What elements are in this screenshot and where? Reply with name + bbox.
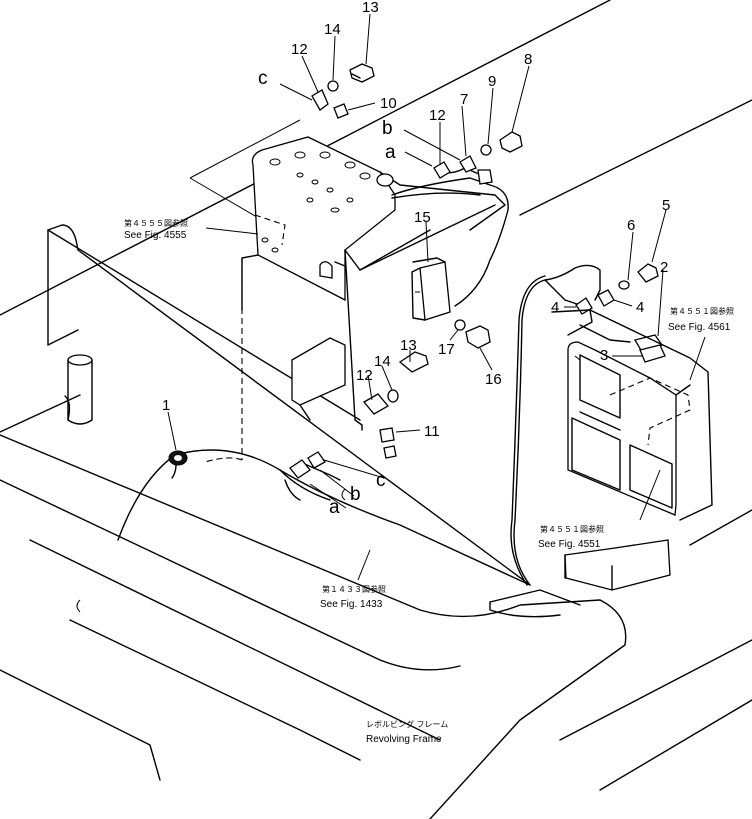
- letter-a-low: a: [329, 497, 340, 518]
- panel-holes: [261, 151, 371, 253]
- part-15-relay: [411, 257, 451, 321]
- ref-4555-en: See Fig. 4555: [124, 230, 187, 241]
- callout-12-low: 12: [356, 367, 373, 384]
- ref-4551-en: See Fig. 4551: [538, 539, 601, 550]
- callout-17: 17: [438, 341, 455, 358]
- letter-b-low: b: [350, 484, 361, 505]
- controller-bracket: [189, 119, 506, 463]
- letter-c-top: c: [258, 68, 268, 89]
- callout-5: 5: [662, 197, 670, 214]
- callout-12-top: 12: [291, 41, 308, 58]
- letter-c-low: c: [376, 470, 386, 491]
- revolving-frame-label-jp: レボルビング フレーム: [366, 719, 448, 729]
- ref-4561-en: See Fig. 4561: [668, 322, 731, 333]
- letter-a-top: a: [385, 142, 396, 163]
- ref-1433-en: See Fig. 1433: [320, 599, 383, 610]
- right-controller-panel: [551, 309, 713, 591]
- callout-1: 1: [162, 397, 170, 414]
- hardware-parts: [311, 63, 666, 459]
- callout-9: 9: [488, 73, 496, 90]
- callout-11: 11: [424, 423, 440, 440]
- callout-16: 16: [485, 371, 502, 388]
- callout-14-top: 14: [324, 21, 341, 38]
- bolt-13-top: [349, 63, 375, 83]
- leader-lines: [167, 13, 706, 581]
- wire-harness: [117, 167, 631, 586]
- callout-4-left: 4: [551, 299, 559, 316]
- ref-4551-jp: 第４５５１図参照: [540, 524, 604, 534]
- callout-4-right: 4: [636, 299, 644, 316]
- callout-numbers: 1 2 3 4 4 5 6 7 8 9 10 11 12 12 12 13 13…: [162, 0, 670, 440]
- callout-6: 6: [627, 217, 635, 234]
- ref-4561-jp: 第４５５１図参照: [670, 306, 734, 316]
- callout-14-low: 14: [374, 353, 391, 370]
- figure-references: 第４５５５図参照 See Fig. 4555 第４５５１図参照 See Fig.…: [124, 218, 734, 745]
- callout-13-low: 13: [400, 337, 417, 354]
- callout-10: 10: [380, 95, 397, 112]
- callout-8: 8: [524, 51, 532, 68]
- revolving-frame-label-en: Revolving Frame: [366, 734, 442, 745]
- callout-3: 3: [600, 347, 608, 364]
- callout-15: 15: [414, 209, 431, 226]
- connection-letters: c b a c b a: [258, 68, 396, 518]
- ref-1433-jp: 第１４３３図参照: [322, 584, 386, 594]
- letter-b-top: b: [382, 118, 393, 139]
- callout-13-top: 13: [362, 0, 379, 16]
- callout-7: 7: [460, 91, 468, 108]
- callout-12-mid: 12: [429, 107, 446, 124]
- callout-2: 2: [660, 259, 668, 276]
- ref-4555-jp: 第４５５５図参照: [124, 218, 188, 228]
